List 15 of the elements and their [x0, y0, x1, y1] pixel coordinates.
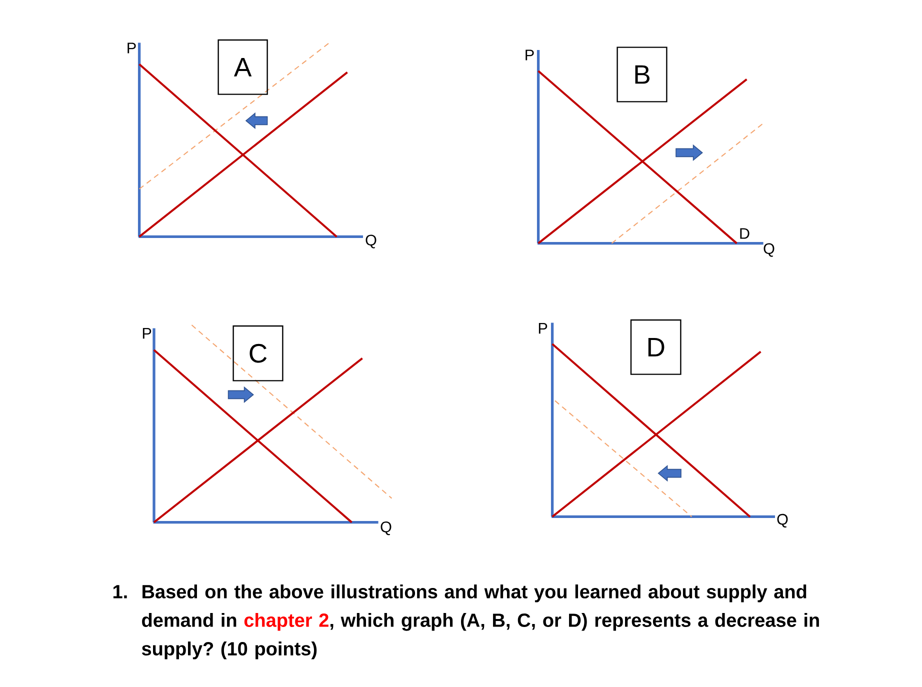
- letter-box: C: [232, 325, 284, 382]
- question-text: Based on the above illustrations and what you learned about supply and demand in chapter 2, which graph (A, B, C, or D) represents a decrease in supply? (10 points): [142, 584, 819, 660]
- curve-label: D: [740, 228, 750, 239]
- axis-label: Q: [777, 514, 788, 528]
- axis-label: Q: [380, 522, 392, 536]
- axis-label: P: [128, 42, 136, 54]
- axis-label: P: [538, 323, 548, 334]
- letter-box: B: [616, 46, 668, 102]
- letter-box: A: [218, 39, 268, 95]
- axis-label: Q: [366, 234, 376, 248]
- axis-label: P: [526, 50, 534, 60]
- axis-label: P: [142, 328, 152, 339]
- list-number: 1.: [113, 585, 127, 598]
- axis-label: Q: [764, 243, 774, 257]
- letter-box: D: [630, 319, 682, 375]
